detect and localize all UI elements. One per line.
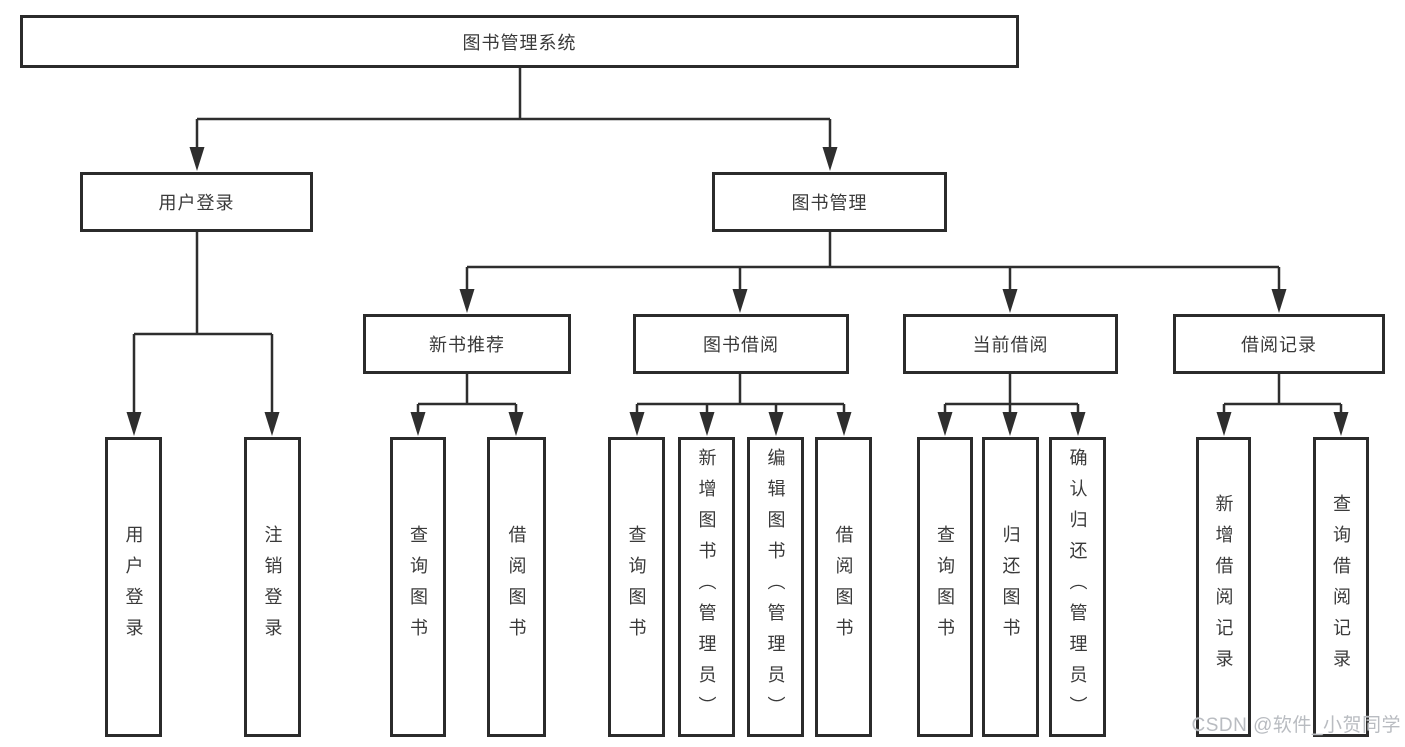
node-user-login: 用户登录 (80, 172, 313, 232)
leaf-label: 借阅图书 (833, 525, 854, 649)
leaf-edit-book-admin: 编辑图书（管理员） (747, 437, 804, 737)
leaf-label: 借阅图书 (506, 525, 527, 649)
node-label: 图书管理 (791, 193, 868, 213)
node-label: 图书管理系统 (462, 32, 577, 53)
csdn-watermark: CSDN @软件_小贺同学 (1191, 715, 1401, 736)
leaf-user-login: 用户登录 (105, 437, 162, 737)
leaf-label: 查询图书 (935, 525, 955, 649)
leaf-confirm-return-admin: 确认归还（管理员） (1049, 437, 1106, 737)
leaf-borrow-books-recommend: 借阅图书 (487, 437, 546, 737)
node-label: 用户登录 (158, 193, 235, 213)
leaf-label: 查询图书 (626, 525, 647, 649)
node-new-book-recommendation: 新书推荐 (363, 314, 571, 374)
leaf-label: 注销登录 (262, 525, 283, 649)
leaf-label: 新增借阅记录 (1213, 494, 1234, 680)
leaf-logout: 注销登录 (244, 437, 301, 737)
leaf-borrow-books-borrowing: 借阅图书 (815, 437, 872, 737)
leaf-query-books-current: 查询图书 (917, 437, 973, 737)
leaf-label: 查询图书 (408, 525, 428, 649)
node-library-management-system: 图书管理系统 (20, 15, 1019, 68)
node-label: 当前借阅 (972, 335, 1049, 355)
leaf-return-books: 归还图书 (982, 437, 1039, 737)
node-borrowing-records: 借阅记录 (1173, 314, 1385, 374)
leaf-label: 查询借阅记录 (1331, 494, 1351, 680)
leaf-label: 用户登录 (123, 525, 144, 649)
node-current-borrowing: 当前借阅 (903, 314, 1118, 374)
node-book-borrowing: 图书借阅 (633, 314, 849, 374)
leaf-label: 归还图书 (1000, 525, 1021, 649)
leaf-add-book-admin: 新增图书（管理员） (678, 437, 735, 737)
node-label: 借阅记录 (1241, 335, 1317, 355)
leaf-query-borrow-record: 查询借阅记录 (1313, 437, 1369, 737)
leaf-label: 确认归还（管理员） (1067, 447, 1088, 727)
leaf-query-books-recommend: 查询图书 (390, 437, 446, 737)
node-label: 图书借阅 (703, 335, 779, 355)
node-book-management: 图书管理 (712, 172, 947, 232)
leaf-add-borrow-record: 新增借阅记录 (1196, 437, 1251, 737)
leaf-label: 编辑图书（管理员） (765, 447, 786, 727)
node-label: 新书推荐 (429, 335, 505, 355)
leaf-query-books-borrowing: 查询图书 (608, 437, 665, 737)
leaf-label: 新增图书（管理员） (696, 447, 717, 727)
